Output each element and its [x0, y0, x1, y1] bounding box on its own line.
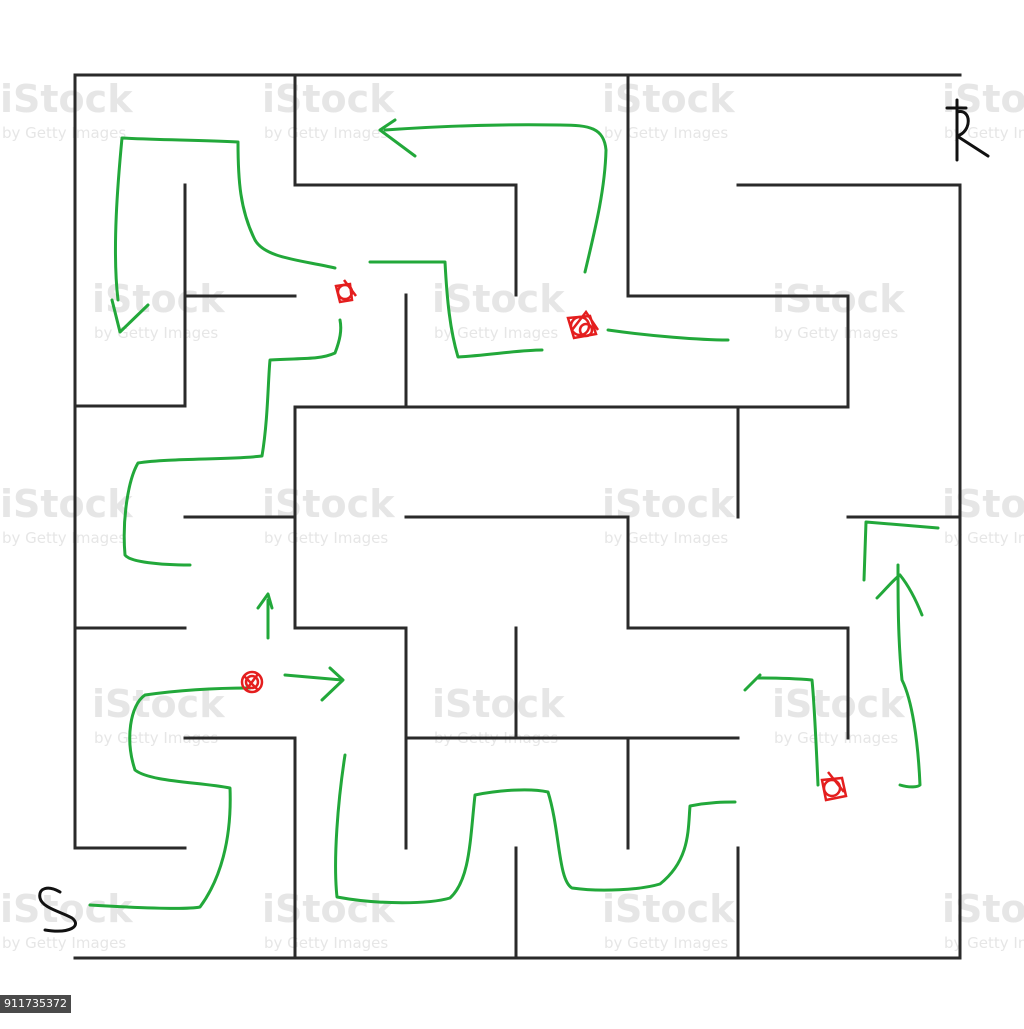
start-label — [38, 886, 78, 933]
svg-text:iStock: iStock — [602, 482, 735, 526]
svg-text:by Getty Images: by Getty Images — [2, 529, 126, 547]
svg-text:iStock: iStock — [0, 77, 133, 121]
watermark-tile: iStock by Getty Images — [0, 482, 133, 547]
svg-text:by Getty Images: by Getty Images — [434, 324, 558, 342]
svg-text:iStock: iStock — [942, 77, 1024, 121]
solution-path-right-up — [896, 563, 922, 789]
wall-segment — [293, 73, 518, 297]
svg-text:by Getty Images: by Getty Images — [94, 324, 218, 342]
svg-text:iStock: iStock — [602, 77, 735, 121]
svg-text:by Getty Images: by Getty Images — [944, 124, 1024, 142]
dead-end-markers — [240, 279, 848, 802]
arrow-head-left-mid — [743, 673, 762, 692]
dead-end-marker — [334, 279, 357, 304]
svg-text:by Getty Images: by Getty Images — [944, 529, 1024, 547]
dead-end-marker — [820, 771, 848, 802]
watermark-tile: iStock by Getty Images — [0, 887, 133, 952]
solution-path-top-middle — [368, 260, 544, 359]
wall-segment — [404, 515, 850, 740]
solution-path-mid-right — [756, 676, 820, 787]
svg-text:iStock: iStock — [602, 887, 735, 931]
watermark-tile: iStock by Getty Images — [262, 482, 395, 547]
svg-text:by Getty Images: by Getty Images — [264, 529, 388, 547]
stock-id-badge: 911735372 — [0, 995, 71, 1013]
solution-path-lower — [334, 753, 737, 905]
wall-segment — [293, 73, 850, 850]
svg-text:by Getty Images: by Getty Images — [944, 934, 1024, 952]
svg-text:by Getty Images: by Getty Images — [604, 124, 728, 142]
watermark-tile: iStock by Getty Images — [602, 77, 735, 142]
solution-path-main — [88, 686, 252, 910]
solution-path-top-left — [113, 136, 337, 302]
watermark-tile: iStock by Getty Images — [262, 887, 395, 952]
watermark-tile: iStock by Getty Images — [262, 77, 395, 142]
solution-path-top-loop — [383, 123, 608, 274]
svg-text:iStock: iStock — [772, 277, 905, 321]
watermark-layer: iStock by Getty Images iStock by Getty Imag… — [0, 77, 1024, 952]
svg-text:iStock: iStock — [0, 482, 133, 526]
arrow-head-down — [110, 298, 150, 334]
watermark-tile: iStock by Getty Images — [602, 482, 735, 547]
svg-text:iStock: iStock — [262, 77, 395, 121]
watermark-tile: iStock by Getty Images — [602, 887, 735, 952]
svg-text:iStock: iStock — [772, 682, 905, 726]
svg-text:by Getty Images: by Getty Images — [604, 529, 728, 547]
watermark-tile: iStock by Getty Images — [942, 887, 1024, 952]
svg-text:by Getty Images: by Getty Images — [604, 934, 728, 952]
svg-text:by Getty Images: by Getty Images — [774, 729, 898, 747]
svg-text:iStock: iStock — [432, 277, 565, 321]
arrow-head-up — [875, 573, 924, 617]
svg-text:by Getty Images: by Getty Images — [774, 324, 898, 342]
arrow-head-left-top — [378, 118, 417, 158]
svg-text:by Getty Images: by Getty Images — [2, 934, 126, 952]
svg-text:iStock: iStock — [432, 682, 565, 726]
dead-end-marker — [240, 670, 264, 694]
watermark-tile: iStock by Getty Images — [772, 682, 905, 747]
watermark-tile: iStock by Getty Images — [772, 277, 905, 342]
solution-path-dead-end-right — [606, 328, 730, 342]
svg-text:by Getty Images: by Getty Images — [264, 124, 388, 142]
svg-text:by Getty Images: by Getty Images — [2, 124, 126, 142]
maze-walls — [73, 73, 962, 960]
dead-end-marker — [566, 309, 600, 340]
solution-path-right-top — [862, 520, 940, 582]
wall-segment — [183, 736, 297, 960]
svg-text:iStock: iStock — [0, 887, 133, 931]
svg-text:by Getty Images: by Getty Images — [94, 729, 218, 747]
arrow-up-small — [256, 592, 274, 640]
watermark-tile: iStock by Getty Images — [942, 482, 1024, 547]
end-label — [945, 98, 990, 162]
svg-text:iStock: iStock — [262, 887, 395, 931]
watermark-tile: iStock by Getty Images — [432, 277, 565, 342]
svg-text:iStock: iStock — [262, 482, 395, 526]
svg-text:by Getty Images: by Getty Images — [264, 934, 388, 952]
watermark-tile: iStock by Getty Images — [0, 77, 133, 142]
solution-paths — [88, 118, 940, 910]
svg-text:iStock: iStock — [942, 482, 1024, 526]
arrow-right-small — [283, 666, 345, 702]
svg-text:iStock: iStock — [942, 887, 1024, 931]
solution-path-dead-end-left — [122, 318, 343, 567]
